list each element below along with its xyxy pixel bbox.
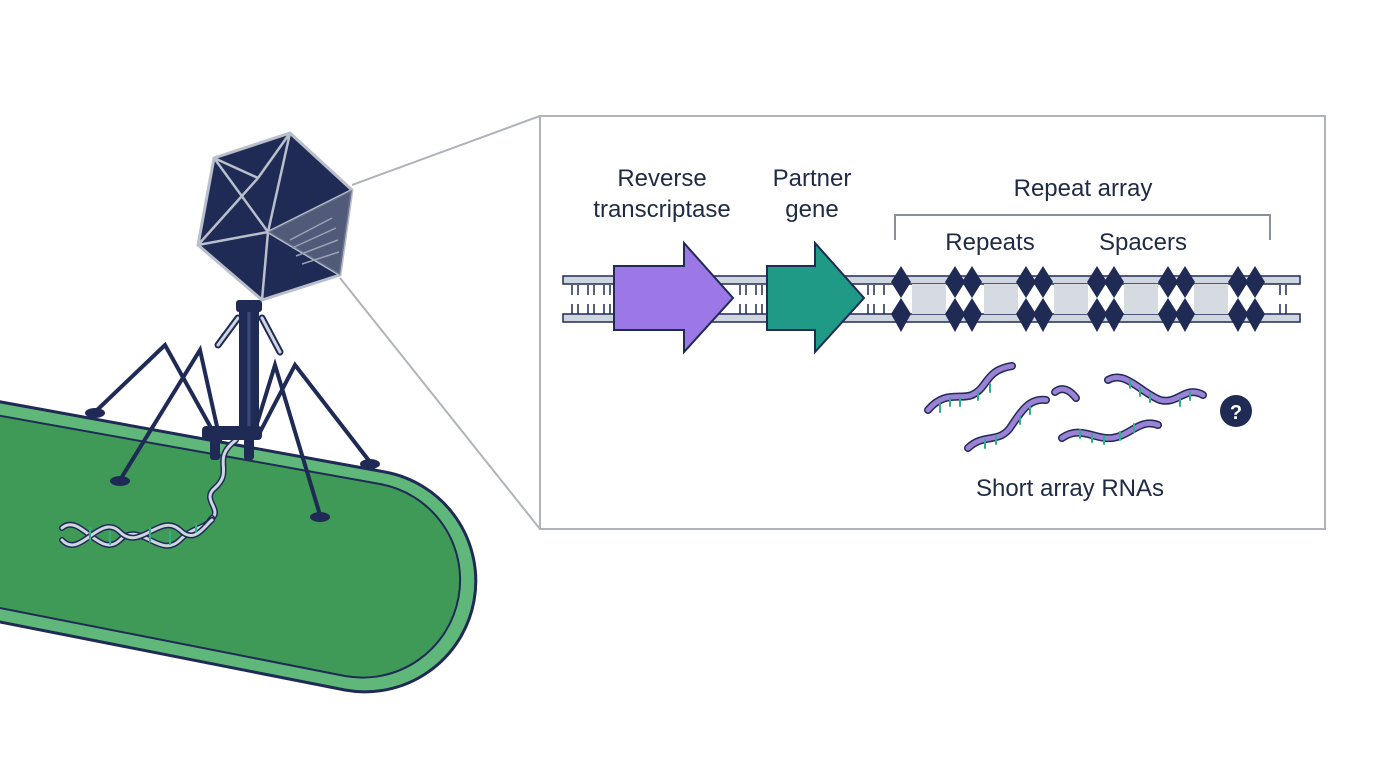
reverse-transcriptase-label-line1: Reverse — [617, 165, 706, 192]
question-mark-icon: ? — [1220, 395, 1252, 427]
zoom-lines — [339, 115, 541, 530]
short-array-rnas-label: Short array RNAs — [976, 475, 1164, 502]
partner-gene-arrow — [766, 240, 866, 355]
bacteriophage-icon — [85, 131, 380, 522]
spacers-label: Spacers — [1099, 229, 1187, 256]
reverse-transcriptase-label-line2: transcriptase — [593, 196, 730, 223]
partner-gene-label-line2: gene — [785, 196, 838, 223]
injected-dna — [59, 437, 239, 549]
repeat-array-bracket — [894, 214, 1271, 240]
short-array-rnas — [924, 362, 1207, 452]
repeat-array-label: Repeat array — [1014, 175, 1153, 202]
question-mark-text: ? — [1230, 402, 1242, 424]
repeats-label: Repeats — [945, 229, 1034, 256]
reverse-transcriptase-gene-arrow — [613, 240, 735, 355]
dna-double-strand — [562, 266, 1301, 332]
partner-gene-label-line1: Partner — [773, 165, 852, 192]
